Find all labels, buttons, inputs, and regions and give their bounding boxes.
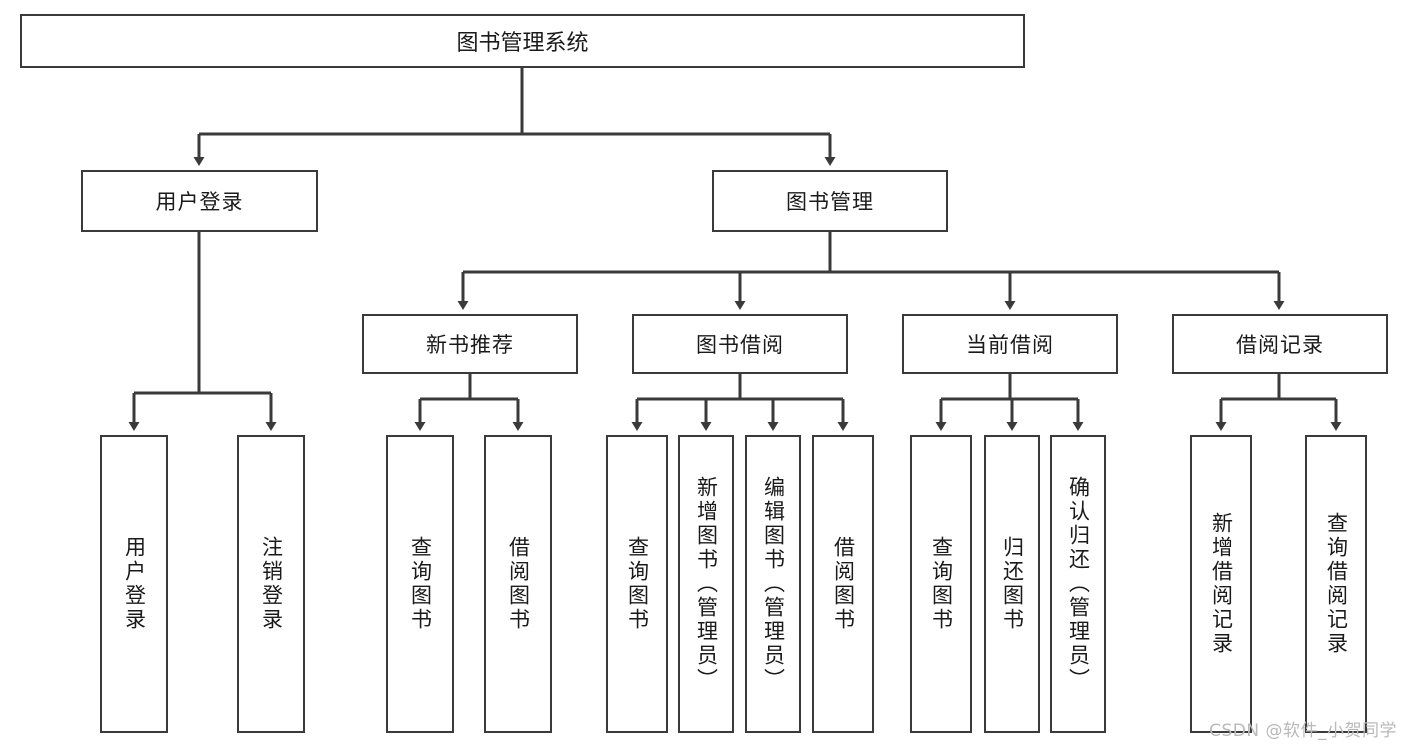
node-leaf-borrow-book[interactable]: 借阅图书: [812, 435, 874, 733]
node-leaf-confirm-return[interactable]: 确认归还（管理员）: [1050, 435, 1106, 733]
node-user-login-label: 用户登录: [155, 190, 244, 214]
node-book-manage[interactable]: 图书管理: [712, 170, 948, 232]
connector-group-book-manage: [457, 232, 1285, 310]
node-leaf-borrow-book-rec-label: 借阅图书: [506, 536, 531, 632]
connector-group-book-borrow: [631, 374, 849, 431]
node-leaf-query-book-rec[interactable]: 查询图书: [386, 435, 454, 733]
watermark: CSDN @软件_小贺同学: [1209, 721, 1397, 741]
node-book-borrow-label: 图书借阅: [696, 333, 784, 357]
connector-group-borrow-record: [1215, 374, 1342, 431]
node-current-borrow[interactable]: 当前借阅: [902, 314, 1118, 374]
node-leaf-query-book-borrow-label: 查询图书: [625, 536, 650, 632]
node-leaf-confirm-return-label: 确认归还（管理员）: [1066, 476, 1091, 692]
node-user-login[interactable]: 用户登录: [81, 170, 318, 232]
node-book-manage-label: 图书管理: [786, 190, 874, 214]
node-book-borrow[interactable]: 图书借阅: [632, 314, 848, 374]
node-new-book-rec[interactable]: 新书推荐: [362, 314, 578, 374]
connector-group-new-book-rec: [414, 374, 524, 431]
node-leaf-add-record[interactable]: 新增借阅记录: [1190, 435, 1252, 733]
node-leaf-borrow-book-rec[interactable]: 借阅图书: [484, 435, 552, 733]
connector-group-user-login: [128, 232, 277, 431]
node-new-book-rec-label: 新书推荐: [426, 333, 514, 357]
node-leaf-query-book-borrow[interactable]: 查询图书: [606, 435, 668, 733]
node-leaf-user-logout[interactable]: 注销登录: [237, 435, 305, 733]
node-borrow-record-label: 借阅记录: [1236, 333, 1324, 357]
node-leaf-add-book[interactable]: 新增图书（管理员）: [678, 435, 734, 733]
node-root[interactable]: 图书管理系统: [20, 14, 1025, 68]
node-leaf-query-record[interactable]: 查询借阅记录: [1305, 435, 1367, 733]
node-leaf-user-logout-label: 注销登录: [259, 536, 284, 632]
connector-group-current-borrow: [935, 374, 1084, 431]
node-leaf-query-book-rec-label: 查询图书: [408, 536, 433, 632]
node-leaf-add-book-label: 新增图书（管理员）: [694, 476, 719, 692]
node-leaf-add-record-label: 新增借阅记录: [1209, 512, 1234, 656]
node-leaf-user-login-label: 用户登录: [122, 536, 147, 632]
node-leaf-query-book-cur[interactable]: 查询图书: [910, 435, 972, 733]
connector-group-root: [193, 68, 836, 166]
node-leaf-edit-book[interactable]: 编辑图书（管理员）: [745, 435, 801, 733]
node-root-label: 图书管理系统: [456, 31, 589, 56]
node-leaf-query-record-label: 查询借阅记录: [1324, 512, 1349, 656]
node-leaf-return-book[interactable]: 归还图书: [984, 435, 1040, 733]
node-leaf-return-book-label: 归还图书: [1000, 536, 1025, 632]
node-borrow-record[interactable]: 借阅记录: [1172, 314, 1388, 374]
node-current-borrow-label: 当前借阅: [966, 333, 1054, 357]
node-leaf-edit-book-label: 编辑图书（管理员）: [761, 476, 786, 692]
node-leaf-user-login[interactable]: 用户登录: [100, 435, 168, 733]
node-leaf-query-book-cur-label: 查询图书: [929, 536, 954, 632]
node-leaf-borrow-book-label: 借阅图书: [831, 536, 856, 632]
